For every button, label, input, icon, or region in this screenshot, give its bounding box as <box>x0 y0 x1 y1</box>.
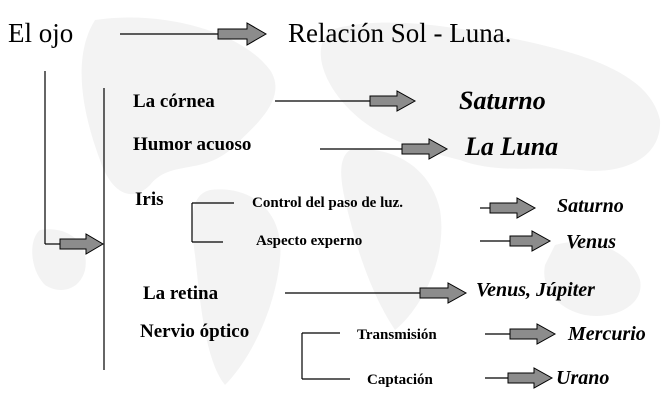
planet-iris-aspecto: Venus <box>566 231 617 253</box>
block-arrow-icon <box>489 197 537 219</box>
sub-nervio-captacion: Captación <box>367 372 433 388</box>
block-arrow-icon <box>419 282 468 304</box>
block-arrow-icon <box>509 230 552 252</box>
planet-cornea: Saturno <box>459 86 546 115</box>
sub-iris-aspecto: Aspecto experno <box>256 233 363 249</box>
item-humor-acuoso: Humor acuoso <box>133 134 252 155</box>
block-arrow-icon <box>59 233 104 255</box>
title-left: El ojo <box>8 18 74 48</box>
item-cornea: La córnea <box>133 91 215 112</box>
sub-iris-luz: Control del paso de luz. <box>252 195 403 211</box>
sub-nervio-transmision: Transmisión <box>357 327 437 343</box>
planet-humor-acuoso: La Luna <box>465 132 559 161</box>
planet-nervio-captacion: Urano <box>556 367 610 389</box>
block-arrow-icon <box>509 323 557 345</box>
item-retina: La retina <box>143 283 219 304</box>
item-nervio-optico: Nervio óptico <box>140 321 250 342</box>
block-arrow-icon <box>507 367 554 389</box>
item-iris: Iris <box>135 189 164 210</box>
block-arrow-icon <box>401 138 449 160</box>
planet-iris-luz: Saturno <box>557 195 624 217</box>
title-right: Relación Sol - Luna. <box>288 18 512 48</box>
planet-retina: Venus, Júpiter <box>476 279 595 301</box>
block-arrow-icon <box>369 90 417 112</box>
block-arrow-icon <box>217 22 267 46</box>
planet-nervio-transmision: Mercurio <box>568 323 646 345</box>
